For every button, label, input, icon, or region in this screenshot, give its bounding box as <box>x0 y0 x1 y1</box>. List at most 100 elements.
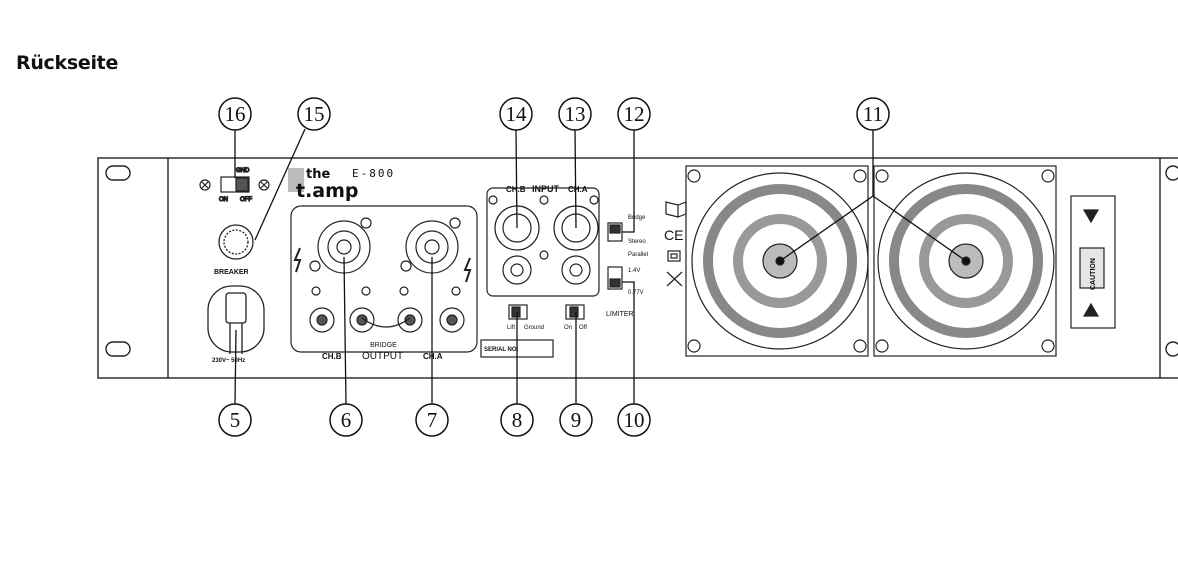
callout-7: 7 <box>415 403 449 437</box>
power-on-label: ON <box>219 197 228 203</box>
leader-lines <box>234 128 967 405</box>
ground-lift-switch <box>508 304 528 320</box>
svg-text:12: 12 <box>624 102 645 126</box>
brand-line2: t.amp <box>296 180 359 202</box>
level-high-label: 1.4V <box>628 268 640 274</box>
leader-12 <box>622 130 635 233</box>
callout-15: 15 <box>297 97 331 131</box>
input-ch-a-label: CH.A <box>568 185 588 194</box>
mode-switches: Bridge Stereo Parallel 1.4V 0.77V LIMITE… <box>606 215 648 318</box>
brand-logo: the t.amp E-800 <box>288 167 395 202</box>
rack-slot-bottom-right <box>1165 341 1178 357</box>
fan-right-guard <box>889 184 1043 338</box>
jack-ch-b-outer <box>502 255 532 285</box>
brand-line1: the <box>306 167 330 182</box>
fan-right-ring <box>877 172 1055 350</box>
limiter-label: LIMITER <box>606 311 634 318</box>
fan-left-ring <box>691 172 869 350</box>
screw-icon <box>400 260 412 272</box>
screw-icon <box>589 195 599 205</box>
power-off-label: OFF <box>240 197 252 203</box>
svg-text:7: 7 <box>427 408 438 432</box>
svg-text:5: 5 <box>230 408 241 432</box>
output-section: BRIDGE CH.B OUTPUT CH.A <box>290 205 478 362</box>
certification-symbols: CE <box>664 201 687 287</box>
output-ch-a-label: CH.A <box>423 352 443 361</box>
binding-post-core <box>356 314 368 326</box>
warning-triangle-icon <box>1082 209 1100 224</box>
brand-mark-icon <box>288 168 304 192</box>
level-low-label: 0.77V <box>628 290 644 296</box>
double-insulation-icon <box>667 250 681 262</box>
jack-ch-b-inner <box>510 263 524 277</box>
binding-post-a-minus <box>439 307 465 333</box>
mode-stereo-label: Stereo <box>628 239 646 245</box>
lightning-icon <box>293 247 302 273</box>
leader-10 <box>622 281 635 404</box>
screw-cross-icon <box>201 181 209 189</box>
level-switch-lever <box>609 278 621 288</box>
binding-post-b-plus <box>349 307 375 333</box>
screw-icon <box>687 339 701 353</box>
ground-lift-lever <box>511 306 521 318</box>
input-label: INPUT <box>532 184 560 194</box>
caution-plate <box>1070 195 1116 329</box>
power-rating-label: 230V~ 50Hz <box>212 358 245 364</box>
serial-label: SERIAL NO: <box>484 347 519 353</box>
callout-10: 10 <box>617 403 651 437</box>
callout-9: 9 <box>559 403 593 437</box>
plus-symbol-icon <box>361 286 371 296</box>
limiter-switch <box>565 304 585 320</box>
input-section: CH.B INPUT CH.A <box>486 184 600 297</box>
screw-icon <box>360 217 372 229</box>
screw-icon <box>449 217 461 229</box>
jack-ch-a-outer <box>561 255 591 285</box>
callout-8: 8 <box>500 403 534 437</box>
screw-icon <box>199 179 211 191</box>
lift-label: Lift <box>507 325 515 331</box>
rack-panel <box>97 157 1178 379</box>
leader-6 <box>343 256 347 405</box>
callout-11: 11 <box>856 97 890 131</box>
breaker: BREAKER <box>214 224 254 276</box>
svg-text:6: 6 <box>341 408 352 432</box>
breaker-knob-outer <box>218 224 254 260</box>
screw-icon <box>1041 169 1055 183</box>
mode-bridge-label: Bridge <box>628 215 646 221</box>
callout-14: 14 <box>499 97 533 131</box>
limiter-switch-lever <box>569 306 579 318</box>
fan-right-frame <box>873 165 1057 357</box>
mode-parallel-label: Parallel <box>628 252 648 258</box>
bridge-label: BRIDGE <box>370 342 397 349</box>
gnd-label: GND <box>236 168 250 174</box>
jack-ch-a-inner <box>569 263 583 277</box>
caution-text: CAUTION <box>1090 258 1097 290</box>
screw-icon <box>539 250 549 260</box>
screw-icon <box>539 195 549 205</box>
breaker-label: BREAKER <box>214 269 249 276</box>
binding-post-core <box>316 314 328 326</box>
fan-left-guard-inner <box>733 214 827 308</box>
lower-switches: Lift Ground On Off SERIAL NO: <box>480 304 587 358</box>
minus-symbol-icon <box>451 286 461 296</box>
screw-icon <box>309 260 321 272</box>
ground-label: Ground <box>524 325 544 331</box>
callout-5: 5 <box>218 403 252 437</box>
callout-12: 12 <box>617 97 651 131</box>
svg-text:9: 9 <box>571 408 582 432</box>
rack-slot-top-right <box>1165 165 1178 181</box>
model-name: E-800 <box>352 167 395 180</box>
binding-post-core <box>446 314 458 326</box>
svg-text:11: 11 <box>863 102 883 126</box>
page-heading: Rückseite <box>16 52 119 74</box>
svg-text:8: 8 <box>512 408 523 432</box>
callout-6: 6 <box>329 403 363 437</box>
fan-left-guard <box>703 184 857 338</box>
ce-mark: CE <box>664 227 683 243</box>
screw-icon <box>258 179 270 191</box>
screw-icon <box>853 339 867 353</box>
breaker-knob-knurl <box>223 229 249 255</box>
callout-13: 13 <box>558 97 592 131</box>
panel-body <box>97 157 1178 379</box>
screw-icon <box>853 169 867 183</box>
